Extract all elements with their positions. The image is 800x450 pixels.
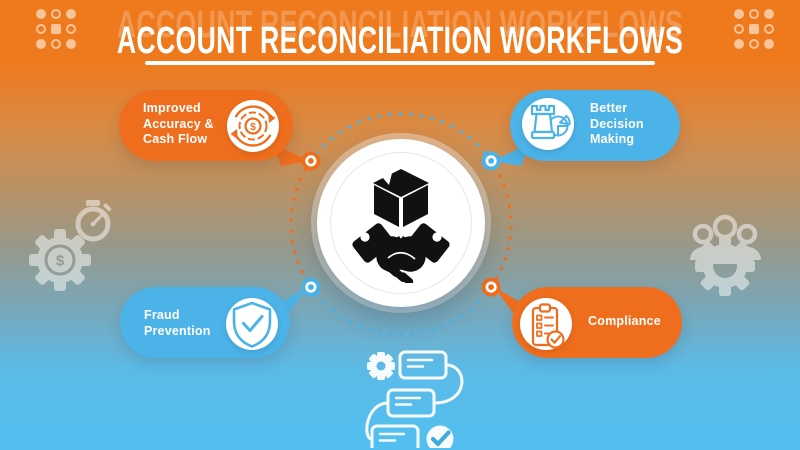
connector-marker-top-left [301, 151, 321, 171]
bubble-label: Better Decision Making [590, 101, 644, 146]
connector-marker-top-right [481, 151, 501, 171]
bubble-fraud-prevention: Fraud Prevention [120, 287, 290, 358]
title-underline [145, 61, 655, 65]
team-gear-icon [690, 214, 761, 296]
bubble-improved-accuracy: Improved Accuracy & Cash Flow $ [119, 90, 293, 161]
connector-marker-bottom-right [481, 277, 501, 297]
dots-grid-icon [36, 9, 76, 49]
page-title: ACCOUNT RECONCILIATION WORKFLOWS [116, 20, 684, 62]
gear-dollar-stopwatch-icon: $ [29, 200, 112, 291]
central-badge [317, 139, 485, 307]
shield-check-icon [226, 298, 278, 350]
workflow-gear-checklist-icon [365, 350, 464, 448]
bubble-compliance: Compliance [512, 287, 682, 358]
bubble-label: Fraud Prevention [144, 308, 211, 338]
connector-marker-bottom-left [301, 277, 321, 297]
bubble-better-decision-making: Better Decision Making [510, 90, 680, 161]
bubble-label: Compliance [588, 314, 661, 328]
central-badge-rim [330, 152, 472, 294]
dollar-cycle-icon: $ [227, 100, 279, 152]
clipboard-check-icon [520, 298, 572, 350]
svg-text:$: $ [250, 122, 256, 133]
title-echo: ACCOUNT RECONCILIATION WORKFLOWS [116, 4, 684, 46]
bubble-label: Improved Accuracy & Cash Flow [143, 101, 214, 146]
dots-grid-icon [734, 9, 774, 49]
chess-rook-pie-icon [522, 98, 574, 150]
handshake-package-icon [352, 169, 450, 283]
